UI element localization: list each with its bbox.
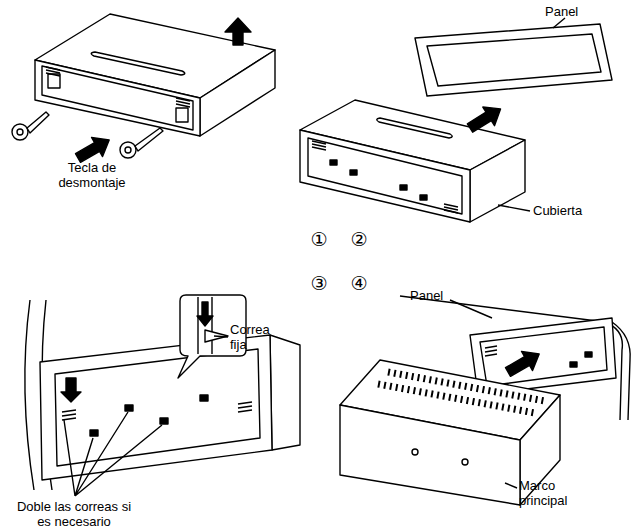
- note-label: Doble las correas si es necesario: [12, 499, 136, 529]
- part-label: Panel: [410, 288, 470, 303]
- radio-faceplate: [42, 66, 193, 130]
- release-key-hole: [125, 147, 131, 153]
- direction-arrow: [225, 18, 251, 45]
- sleeve-side: [470, 140, 525, 222]
- bent-strap: [125, 405, 133, 411]
- sleeve-tab: [585, 352, 592, 357]
- part-label: Marco principal: [519, 478, 583, 508]
- sleeve-tab: [570, 362, 577, 367]
- trim-panel-opening: [427, 34, 601, 86]
- leader-line: [214, 336, 228, 337]
- callout-number: ②: [345, 228, 373, 250]
- direction-arrow: [464, 100, 506, 138]
- radio-slot: [91, 52, 185, 75]
- sleeve-tab: [420, 195, 427, 200]
- release-key-shaft: [135, 128, 163, 151]
- leader-line: [64, 412, 162, 496]
- dash-mount-step3: [25, 295, 300, 496]
- hatch-tab: [485, 346, 497, 356]
- mount-slot-inner: [480, 327, 607, 386]
- hatch-tab: [444, 204, 458, 213]
- bend-arrow: [197, 302, 213, 326]
- radio-front: [340, 405, 520, 505]
- release-key: [120, 142, 136, 158]
- bent-strap: [90, 430, 98, 436]
- detail-wall: [197, 297, 198, 354]
- callout-number: ①: [305, 228, 333, 250]
- sleeve-step2: [300, 18, 612, 222]
- sleeve-front: [300, 130, 470, 222]
- release-key: [12, 124, 28, 140]
- hatch-tab: [312, 141, 326, 150]
- radio-unit-step1: [12, 14, 275, 168]
- part-label: Panel: [545, 4, 615, 19]
- leader-line: [450, 300, 492, 318]
- release-key-shaft: [27, 112, 49, 133]
- fixed-strap: [205, 330, 228, 342]
- release-key-hole: [17, 129, 23, 135]
- sleeve-tab: [400, 185, 407, 190]
- radio-insert-step4: [340, 296, 630, 505]
- sleeve-slot: [377, 118, 453, 138]
- bent-strap: [160, 418, 168, 424]
- leader-line: [498, 205, 530, 211]
- part-label: Correa fija: [230, 322, 282, 352]
- leader-line: [553, 18, 565, 28]
- direction-arrow: [503, 344, 545, 381]
- detail-wall: [211, 297, 212, 354]
- dashboard-edge: [25, 300, 34, 490]
- hatch-tab: [46, 67, 60, 76]
- radio-vents: [378, 384, 535, 413]
- bent-strap: [200, 395, 208, 401]
- callout-number: ④: [345, 272, 373, 294]
- trim-panel: [415, 24, 612, 96]
- radio-screw: [462, 459, 468, 465]
- sleeve-opening: [308, 138, 462, 214]
- bend-arrow: [61, 378, 81, 402]
- mount-opening: [55, 349, 260, 466]
- part-label: Cubierta: [533, 203, 623, 218]
- hatch-tab: [238, 402, 252, 412]
- mount-frame: [40, 335, 272, 480]
- sleeve-tab: [350, 170, 357, 175]
- sleeve-tab: [330, 160, 337, 165]
- hatch-tab: [176, 98, 190, 107]
- radio-vents: [388, 372, 545, 401]
- radio-screw: [412, 449, 418, 455]
- leader-line: [505, 483, 517, 488]
- part-label: Tecla de desmontaje: [42, 160, 142, 190]
- radio-side: [200, 50, 275, 136]
- key-hole: [176, 108, 188, 122]
- sleeve-body: [270, 335, 300, 450]
- hatch-tab: [62, 410, 76, 420]
- callout-number: ③: [305, 272, 333, 294]
